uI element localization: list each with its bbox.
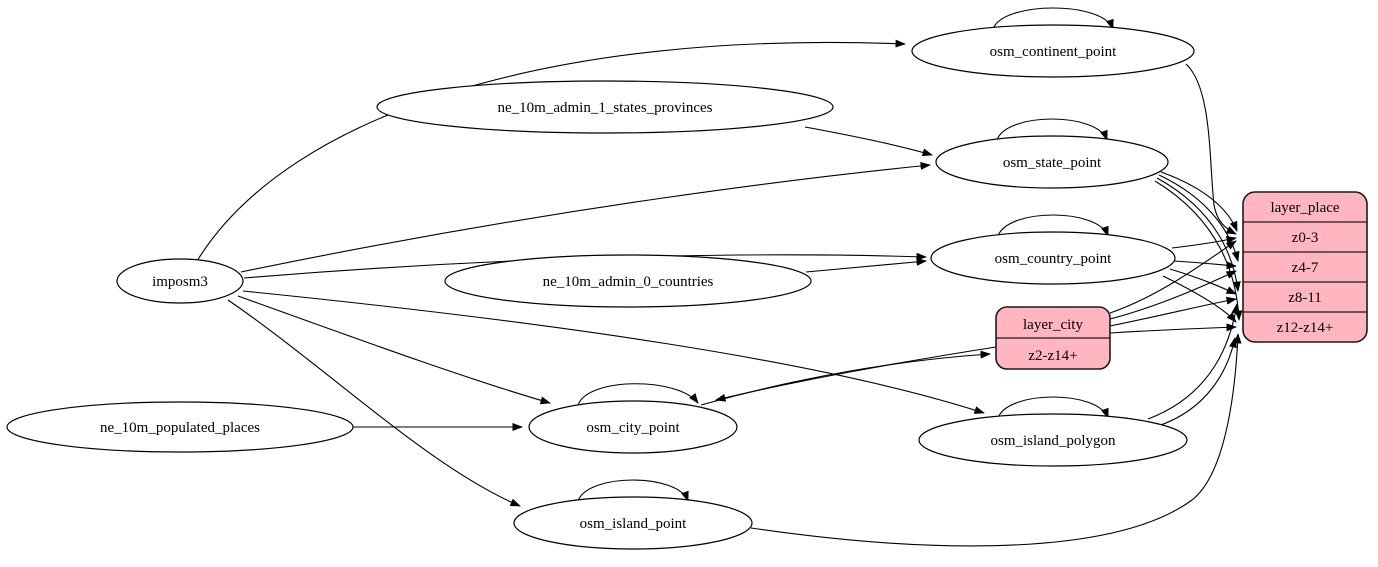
ne_10m_admin_1_states_provinces-label: ne_10m_admin_1_states_provinces	[498, 100, 713, 116]
edge-osm_continent_point-layer_place_z0-3	[1185, 63, 1237, 235]
edge-osm_state_point-layer_place_z0-3	[1160, 171, 1238, 232]
osm_city_point-shape	[528, 400, 738, 454]
edge-ne_10m_admin_1_states_provinces-osm_state_point	[804, 126, 933, 157]
osm_state_point-shape	[935, 135, 1169, 189]
edge-layer_city-osm_city_point	[715, 346, 997, 402]
edge-osm_state_point-layer_place_z8-11	[1156, 177, 1241, 292]
node-ne_10m_admin_1_states_provinces: ne_10m_admin_1_states_provinces	[376, 80, 834, 134]
layer_place-row-z8-11: z8-11	[1288, 290, 1322, 306]
node-ne_10m_admin_0_countries: ne_10m_admin_0_countries	[444, 254, 812, 308]
record-layer_place: layer_place z0-3 z4-7 z8-11 z12-z14+	[1242, 191, 1368, 343]
selfloop-osm_country_point	[997, 214, 1109, 237]
osm_city_point-label: osm_city_point	[586, 420, 680, 436]
node-imposm3: imposm3	[116, 258, 244, 304]
edge-imposm3-osm_city_point	[237, 295, 551, 405]
selfloop-osm_city_point	[577, 383, 699, 406]
edge-osm_country_point-layer_place_z0-3	[1171, 236, 1237, 249]
node-osm_city_point: osm_city_point	[528, 400, 738, 454]
osm_island_polygon-shape	[918, 413, 1188, 467]
edge-imposm3-osm_island_polygon	[242, 290, 985, 414]
node-osm_state_point: osm_state_point	[935, 135, 1169, 189]
osm_island_point-label: osm_island_point	[580, 516, 688, 532]
node-ne_10m_populated_places: ne_10m_populated_places	[6, 401, 354, 453]
edge-osm_country_point-layer_place_z12-z14	[1162, 275, 1237, 323]
edge-osm_state_point-layer_place_z4-7	[1158, 174, 1240, 262]
edge-osm_island_polygon-layer_place_z8-11	[1147, 303, 1240, 420]
ne_10m_admin_0_countries-shape	[444, 254, 812, 308]
node-osm_island_polygon: osm_island_polygon	[918, 413, 1188, 467]
osm_continent_point-shape	[911, 24, 1195, 78]
layer_city-title: layer_city	[1023, 317, 1083, 333]
node-osm_continent_point: osm_continent_point	[911, 24, 1195, 78]
edge-imposm3-osm_state_point	[240, 161, 931, 273]
edge-osm_island_polygon-layer_place_z12-z14	[1157, 337, 1237, 427]
osm_state_point-label: osm_state_point	[1003, 155, 1102, 171]
edge-layer_city-layer_place_z12-z14	[1109, 323, 1237, 334]
selfloop-osm_state_point	[996, 118, 1108, 141]
imposm3-shape	[116, 258, 244, 304]
edge-layer_city-layer_place_z4-7	[1109, 270, 1237, 320]
node-osm_island_point: osm_island_point	[513, 496, 753, 550]
edges	[196, 7, 1243, 547]
edge-osm_city_point-layer_city_z2	[700, 350, 991, 406]
ne_10m_populated_places-label: ne_10m_populated_places	[100, 420, 260, 436]
edge-osm_country_point-layer_place_z4-7	[1173, 260, 1237, 270]
ne_10m_admin_1_states_provinces-shape	[376, 80, 834, 134]
selfloop-osm_continent_point	[992, 7, 1114, 30]
layer_place-row-z4-7: z4-7	[1292, 260, 1319, 276]
osm_continent_point-label: osm_continent_point	[990, 44, 1117, 60]
imposm3-label: imposm3	[152, 274, 208, 290]
layer_place-row-z0-3: z0-3	[1292, 230, 1319, 246]
osm_country_point-label: osm_country_point	[995, 251, 1112, 267]
selfloop-osm_island_point	[577, 479, 689, 502]
osm_island_point-shape	[513, 496, 753, 550]
record-layer_city: layer_city z2-z14+	[995, 306, 1111, 370]
edge-layer_city-layer_place_z8-11	[1109, 296, 1237, 327]
node-osm_country_point: osm_country_point	[930, 231, 1176, 285]
ne_10m_admin_0_countries-label: ne_10m_admin_0_countries	[543, 274, 714, 290]
edge-imposm3-osm_island_point	[227, 299, 521, 507]
osm_island_polygon-label: osm_island_polygon	[990, 433, 1116, 449]
ne_10m_populated_places-shape	[6, 401, 354, 453]
edge-imposm3-osm_continent_point	[196, 39, 906, 262]
layer_place-row-z12-z14: z12-z14+	[1277, 320, 1334, 336]
edge-osm_country_point-layer_place_z8-11	[1169, 268, 1237, 295]
selfloop-osm_island_polygon	[997, 396, 1109, 419]
osm_country_point-shape	[930, 231, 1176, 285]
layer_place-title: layer_place	[1270, 200, 1339, 216]
layer_city-row-z2-z14: z2-z14+	[1028, 348, 1077, 364]
layer_place-box	[1242, 191, 1368, 343]
edge-ne_10m_admin_0_countries-osm_country_point	[805, 257, 927, 273]
edge-osm_island_point-layer_place_z12-z14	[750, 333, 1242, 547]
